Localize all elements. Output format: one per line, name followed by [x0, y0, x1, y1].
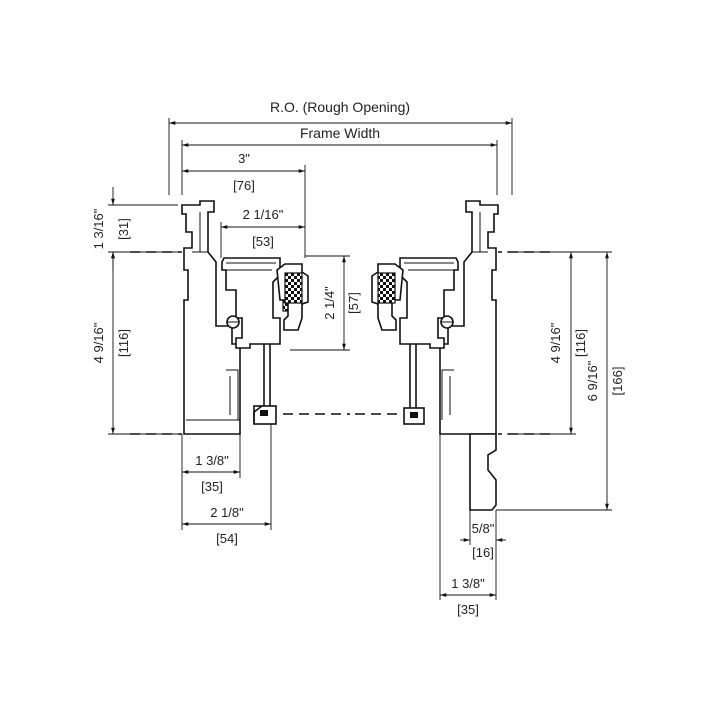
- dim-right-1-3-8-in-label: 1 3/8": [451, 576, 485, 591]
- dimension-glass-2-1-4: 2 1/4" [57]: [290, 255, 361, 351]
- dimension-right-5-8: 5/8" [16]: [460, 510, 506, 560]
- dim-right-166-mm-label: [166]: [610, 367, 625, 396]
- dimension-left-1-3-16: 1 3/16" [31]: [91, 187, 178, 270]
- dim-right-6-9-16-in-label: 6 9/16": [585, 360, 600, 401]
- dim-2-1-16-in-label: 2 1/16": [243, 207, 284, 222]
- dimension-2-1-16-in: 2 1/16" [53]: [220, 207, 305, 258]
- dimension-left-4-9-16: 4 9/16" [116]: [91, 252, 178, 435]
- frame-width-dimension: Frame Width: [181, 125, 498, 195]
- dim-left-4-9-16-in-label: 4 9/16": [91, 322, 106, 363]
- dim-glass-2-1-4-in-label: 2 1/4": [322, 286, 337, 320]
- dimension-right-1-3-8: 1 3/8" [35]: [439, 434, 497, 617]
- dim-glass-57-mm-label: [57]: [346, 292, 361, 314]
- right-frame-profile: [348, 200, 550, 511]
- rough-opening-label: R.O. (Rough Opening): [270, 99, 410, 115]
- dimension-bottom-1-3-8: 1 3/8" [35]: [181, 434, 241, 530]
- dim-bottom-1-3-8-in-label: 1 3/8": [195, 453, 229, 468]
- dim-76-mm-label: [76]: [233, 178, 255, 193]
- dim-left-1-3-16-in-label: 1 3/16": [91, 208, 106, 249]
- dimension-right-4-9-16: 4 9/16" [116]: [507, 251, 588, 435]
- dimension-bottom-2-1-8: 2 1/8" [54]: [182, 424, 272, 546]
- dim-right-35-mm-label: [35]: [457, 602, 479, 617]
- rough-opening-dimension: R.O. (Rough Opening): [168, 99, 513, 195]
- dim-right-4-9-16-in-label: 4 9/16": [548, 322, 563, 363]
- frame-width-label: Frame Width: [300, 125, 380, 141]
- dim-left-31-mm-label: [31]: [116, 218, 131, 240]
- dimension-3-in: 3" [76]: [182, 151, 306, 258]
- dim-53-mm-label: [53]: [252, 234, 274, 249]
- dim-right-16-mm-label: [16]: [472, 545, 494, 560]
- dim-bottom-54-mm-label: [54]: [216, 531, 238, 546]
- dim-right-5-8-in-label: 5/8": [472, 521, 495, 536]
- dim-3-in-label: 3": [238, 151, 250, 166]
- dim-right-116-mm-label: [116]: [573, 329, 588, 357]
- dim-left-116-mm-label: [116]: [116, 329, 131, 357]
- dim-bottom-35-mm-label: [35]: [201, 479, 223, 494]
- dim-bottom-2-1-8-in-label: 2 1/8": [210, 505, 244, 520]
- dimension-right-6-9-16: 6 9/16" [166]: [496, 251, 625, 511]
- left-frame-profile: [130, 200, 350, 435]
